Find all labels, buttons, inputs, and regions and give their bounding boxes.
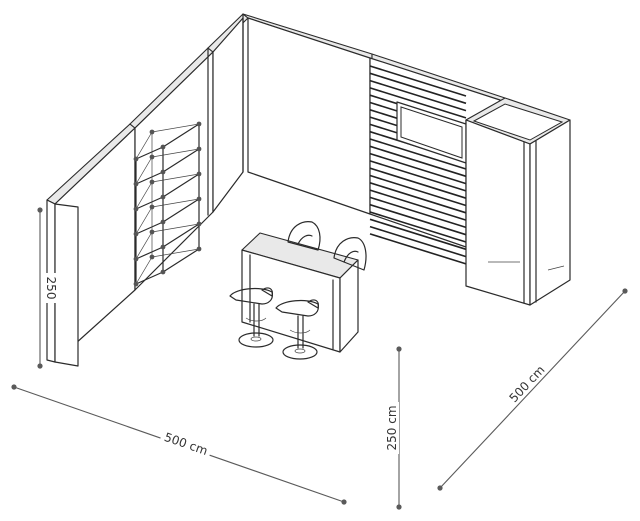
depth-label: 500 cm [506, 363, 547, 405]
shelf-connector [196, 146, 202, 152]
height-label: 250 cm [385, 405, 399, 450]
shelf-rod [135, 271, 164, 285]
left-wall [46, 123, 136, 367]
shelf-connector [133, 256, 139, 262]
shelf-rod [162, 173, 200, 198]
shelf-connector [149, 204, 155, 210]
back-left-wall [129, 13, 249, 291]
shelf-rod [151, 173, 200, 183]
shelf-connector [196, 121, 202, 127]
slat [369, 167, 467, 199]
slat [369, 233, 467, 265]
shelf-connector [133, 206, 139, 212]
slat [369, 225, 467, 258]
slat-lines [369, 65, 467, 265]
shelf-connector [196, 246, 202, 252]
chair-back-right [333, 237, 367, 271]
shelf-connector [196, 221, 202, 227]
cube-shelf [133, 121, 202, 287]
shelf-rod [162, 223, 200, 248]
bar-stool-left [229, 287, 274, 348]
shelf-connector [160, 219, 166, 225]
shelf-connector [160, 144, 166, 150]
wall-height-label: 250 [44, 277, 58, 300]
shelf-connector [160, 269, 166, 275]
shelf-rod [162, 123, 200, 148]
shelf-connector [160, 244, 166, 250]
slat [369, 196, 467, 229]
shelf-rod [135, 181, 153, 210]
bar-stool-right [275, 299, 319, 360]
slat [369, 203, 467, 236]
slat [369, 72, 467, 105]
shelf-rod [135, 256, 153, 285]
shelf-connector [149, 179, 155, 185]
shelf-connector [133, 156, 139, 162]
shelf-connector [149, 129, 155, 135]
slat [369, 211, 467, 243]
shelf-rod [135, 156, 153, 185]
shelf-connector [133, 181, 139, 187]
back-wall [242, 13, 373, 215]
shelf-rod [135, 231, 153, 260]
shelf-rod [162, 198, 200, 223]
shelf-connector [196, 196, 202, 202]
shelf-connector [133, 231, 139, 237]
dimension-width: 500 cm [11, 384, 347, 505]
shelf-rod [151, 248, 200, 258]
storage-closet [465, 97, 571, 306]
shelf-rod [151, 123, 200, 133]
shelf-rod [162, 148, 200, 173]
slat [369, 79, 467, 112]
shelf-connector [133, 281, 139, 287]
shelf-rod [151, 148, 200, 158]
slat [369, 87, 467, 119]
shelf-connector [160, 169, 166, 175]
slat [369, 65, 467, 97]
shelf-connector [149, 154, 155, 160]
shelf-connector [149, 229, 155, 235]
slat [369, 160, 467, 192]
dimension-height: 250 cm [383, 346, 402, 510]
shelf-rod [135, 206, 153, 235]
shelf-rod [135, 196, 164, 210]
slat [369, 152, 467, 185]
shelf-connector [149, 254, 155, 260]
slat-wall [369, 53, 506, 265]
shelf-rod [162, 248, 200, 273]
shelf-rod [135, 131, 153, 160]
slat [369, 138, 467, 170]
shelf-rod [135, 171, 164, 185]
shelf-connector [196, 171, 202, 177]
slat [369, 182, 467, 214]
shelf-rod [135, 246, 164, 260]
slat [369, 218, 467, 251]
shelf-rod [135, 146, 164, 160]
shelf-rod [151, 223, 200, 233]
shelf-rod [135, 221, 164, 235]
shelf-connector [160, 194, 166, 200]
dimension-wall-height: 250 [37, 207, 60, 369]
slat [369, 145, 467, 178]
width-label: 500 cm [162, 430, 209, 458]
shelf-rod [151, 198, 200, 208]
dimension-depth: 500 cm [437, 288, 628, 491]
slat [369, 174, 467, 207]
chair-back-left [287, 221, 321, 251]
slat [369, 189, 467, 221]
